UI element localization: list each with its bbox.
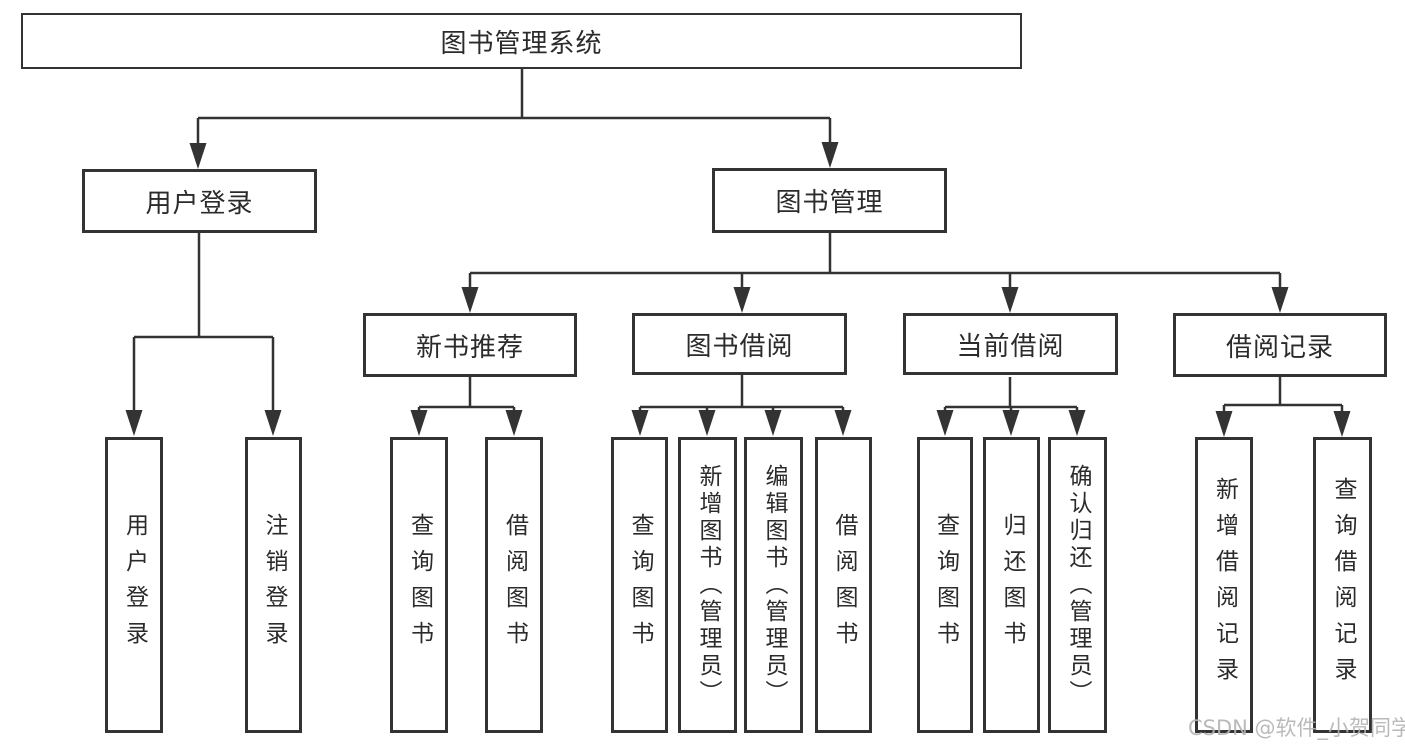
leaf-borrow-books-recommend: 借阅图书 (485, 437, 543, 733)
leaf-edit-book-admin: 编辑图书（管理员） (744, 437, 803, 733)
leaf-confirm-return-admin: 确认归还（管理员） (1048, 437, 1107, 733)
leaf-confirm-return-admin-label: 确认归还（管理员） (1065, 463, 1091, 707)
leaf-query-books-current-label: 查询图书 (932, 513, 959, 657)
node-book-management-label: 图书管理 (775, 188, 884, 218)
leaf-query-books-borrow: 查询图书 (611, 437, 668, 733)
leaf-user-login: 用户登录 (105, 437, 163, 733)
leaf-return-book-label: 归还图书 (999, 513, 1025, 657)
leaf-logout: 注销登录 (245, 437, 302, 733)
leaf-borrow-books-borrow-label: 借阅图书 (831, 513, 857, 657)
csdn-watermark: CSDN @软件_小贺同学 (1188, 716, 1405, 740)
leaf-add-book-admin: 新增图书（管理员） (678, 437, 737, 733)
leaf-query-books-borrow-label: 查询图书 (627, 513, 653, 657)
leaf-return-book: 归还图书 (983, 437, 1040, 733)
leaf-query-books-recommend-label: 查询图书 (406, 513, 433, 657)
leaf-query-books-current: 查询图书 (917, 437, 973, 733)
leaf-query-books-recommend: 查询图书 (390, 437, 448, 733)
leaf-logout-label: 注销登录 (261, 513, 287, 657)
node-current-borrow-label: 当前借阅 (956, 331, 1065, 362)
node-user-login: 用户登录 (82, 169, 317, 233)
node-borrow-records: 借阅记录 (1173, 313, 1387, 377)
leaf-add-borrow-record-label: 新增借阅记录 (1211, 477, 1238, 693)
leaf-user-login-label: 用户登录 (121, 513, 148, 657)
leaf-borrow-books-recommend-label: 借阅图书 (501, 513, 528, 657)
leaf-add-book-admin-label: 新增图书（管理员） (695, 463, 721, 707)
node-book-borrow: 图书借阅 (632, 313, 847, 375)
node-new-book-recommend: 新书推荐 (363, 313, 577, 377)
node-root: 图书管理系统 (21, 13, 1022, 69)
leaf-add-borrow-record: 新增借阅记录 (1195, 437, 1253, 733)
leaf-borrow-books-borrow: 借阅图书 (815, 437, 872, 733)
node-book-borrow-label: 图书借阅 (685, 331, 794, 362)
node-book-management: 图书管理 (712, 168, 947, 233)
leaf-query-borrow-record-label: 查询借阅记录 (1330, 477, 1356, 693)
node-root-label: 图书管理系统 (440, 28, 603, 59)
leaf-edit-book-admin-label: 编辑图书（管理员） (761, 463, 787, 707)
node-current-borrow: 当前借阅 (903, 313, 1118, 375)
leaf-query-borrow-record: 查询借阅记录 (1313, 437, 1372, 733)
arrowheads (125, 142, 1351, 437)
node-user-login-label: 用户登录 (145, 188, 254, 219)
node-borrow-records-label: 借阅记录 (1225, 332, 1334, 363)
node-new-book-recommend-label: 新书推荐 (415, 332, 524, 363)
